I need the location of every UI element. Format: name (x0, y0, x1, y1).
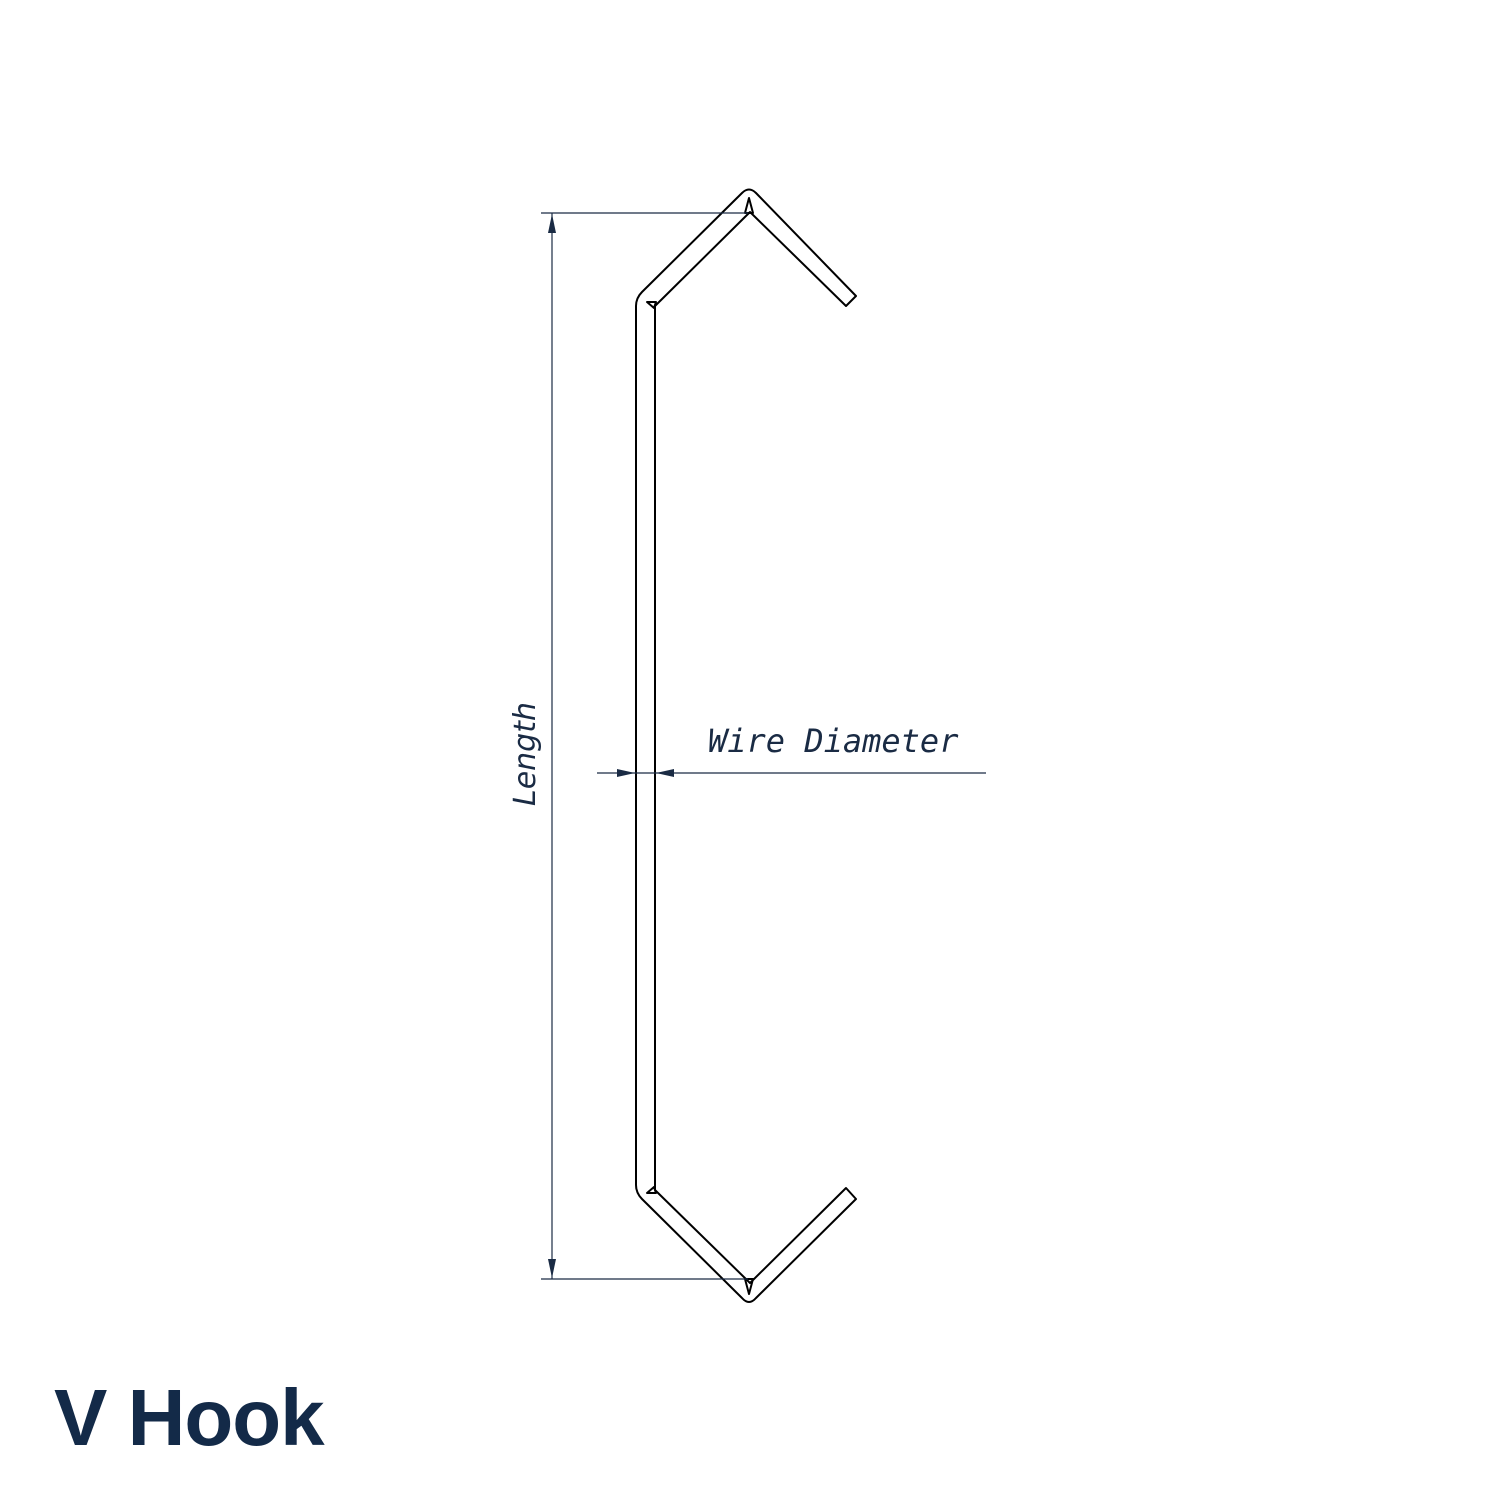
wire-diameter-label: Wire Diameter (708, 722, 959, 760)
length-arrow-top-icon (548, 214, 556, 233)
wire-diameter-dimension: Wire Diameter (597, 722, 986, 777)
hook-outline (635, 188, 857, 1303)
page-title: V Hook (54, 1373, 325, 1462)
bend-mark-top-apex (744, 197, 754, 214)
length-dimension: Length (508, 212, 748, 1280)
bend-mark-bottom-apex (744, 1278, 754, 1295)
hook-outer-edge (635, 188, 857, 1303)
wire-diameter-arrow-right-icon (656, 769, 674, 777)
bend-mark-bottom-left (646, 1186, 657, 1194)
length-label: Length (508, 702, 543, 806)
length-arrow-bottom-icon (548, 1259, 556, 1278)
wire-diameter-arrow-left-icon (617, 769, 635, 777)
bend-mark-top-left (646, 301, 657, 309)
